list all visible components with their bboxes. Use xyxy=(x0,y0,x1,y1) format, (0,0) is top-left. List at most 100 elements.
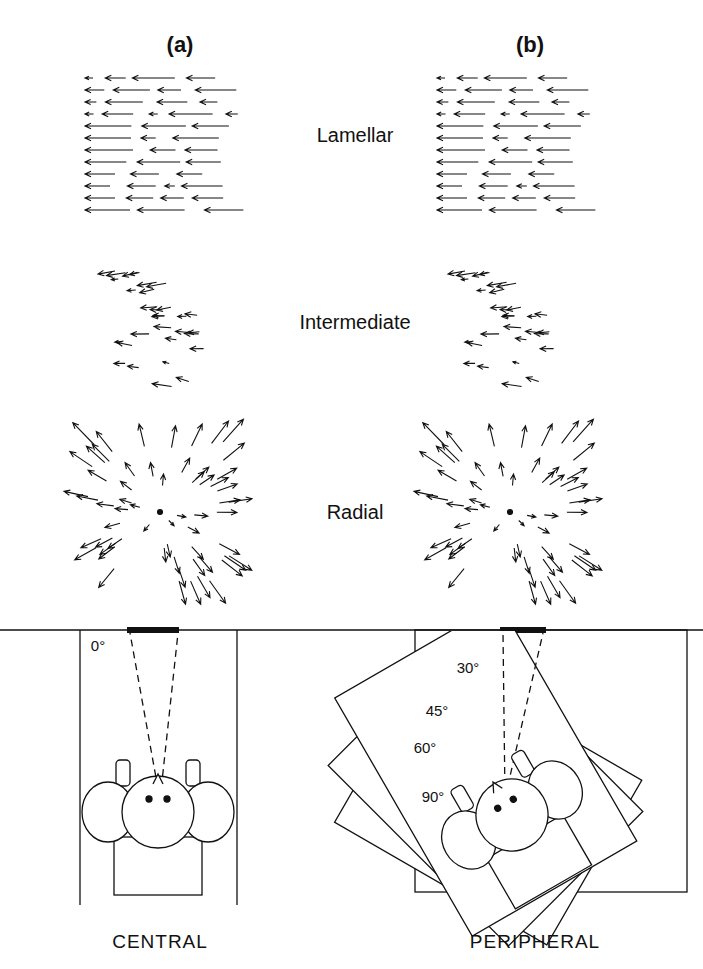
flow-vector xyxy=(166,544,171,557)
flow-vector xyxy=(550,475,564,485)
flow-vector xyxy=(121,481,132,490)
flow-vector xyxy=(442,444,459,461)
flow-vector xyxy=(73,423,94,445)
flow-vector xyxy=(542,547,554,560)
flow-vector xyxy=(161,195,184,200)
flow-vector xyxy=(128,364,139,369)
flow-vector xyxy=(548,576,561,598)
flow-vector xyxy=(437,147,485,152)
flow-vector xyxy=(85,195,115,200)
flow-vector xyxy=(467,341,482,346)
flow-vector xyxy=(198,576,211,598)
angle-label: 30° xyxy=(455,660,482,677)
flow-vector xyxy=(510,87,533,92)
flow-vector xyxy=(449,547,465,559)
flow-vector xyxy=(120,499,132,504)
display-screen xyxy=(127,627,179,633)
flow-vector xyxy=(113,87,150,92)
flow-vector xyxy=(465,506,478,511)
flow-vector xyxy=(437,159,478,164)
flow-vector xyxy=(141,305,158,310)
flow-vector xyxy=(547,87,588,92)
flow-vector xyxy=(574,556,595,571)
flow-vector xyxy=(117,341,132,346)
flow-vector xyxy=(131,331,149,336)
flow-vector xyxy=(99,547,115,559)
flow-vector xyxy=(130,271,140,276)
flow-vector xyxy=(97,502,114,507)
flow-vector xyxy=(537,147,570,152)
flow-vector xyxy=(522,426,528,448)
flow-vector xyxy=(489,207,536,212)
flow-vector xyxy=(483,171,511,176)
flow-vector xyxy=(512,548,517,562)
flow-vector xyxy=(150,307,162,312)
flow-vector xyxy=(544,195,575,200)
flow-vector xyxy=(494,525,500,532)
flow-vector xyxy=(527,514,536,518)
flow-vector xyxy=(172,426,178,448)
flow-vector xyxy=(160,474,165,486)
flow-vector xyxy=(502,147,527,152)
focus-of-expansion xyxy=(158,510,163,515)
flow-vector xyxy=(437,183,462,188)
flow-vector xyxy=(538,527,549,533)
angle-label: 0° xyxy=(89,638,107,655)
flow-vector xyxy=(157,99,187,104)
flow-vector xyxy=(196,467,209,479)
flow-vector xyxy=(470,499,482,504)
flow-vector xyxy=(573,443,594,460)
flow-vector xyxy=(212,421,229,443)
flow-vector xyxy=(552,99,569,104)
flow-vector xyxy=(178,314,187,318)
flow-vector xyxy=(222,560,242,576)
flow-vector xyxy=(99,569,114,588)
flow-vector xyxy=(217,510,237,515)
flow-vector xyxy=(447,502,464,507)
flow-vector xyxy=(88,470,106,481)
flow-vector xyxy=(185,147,218,152)
flow-vector xyxy=(437,76,445,80)
flow-vector xyxy=(195,87,236,92)
flow-vector xyxy=(70,452,92,467)
flow-vector xyxy=(187,75,216,80)
flow-vector xyxy=(543,559,555,575)
flow-vector xyxy=(185,312,197,317)
flow-vector xyxy=(497,283,516,288)
flow-vector xyxy=(138,424,145,446)
flow-vector xyxy=(484,75,526,80)
flow-vector xyxy=(455,523,470,528)
flow-vector xyxy=(516,544,521,557)
flow-vector xyxy=(437,112,446,116)
flow-vector xyxy=(157,306,171,311)
flow-vector xyxy=(132,75,174,80)
panel-letter: (a) xyxy=(167,33,194,57)
flow-vector xyxy=(163,361,169,364)
flow-vector xyxy=(542,424,553,446)
flow-vector xyxy=(569,544,589,555)
flow-vector xyxy=(544,123,581,128)
flow-vector xyxy=(107,272,126,277)
flow-vector xyxy=(182,458,190,473)
flow-vector xyxy=(193,559,205,575)
flow-vector xyxy=(127,183,155,188)
flow-vector xyxy=(85,76,93,80)
flow-vector xyxy=(130,504,140,508)
flow-type-label: Lamellar xyxy=(317,124,394,146)
flow-vector xyxy=(519,521,524,526)
flow-vector xyxy=(479,183,507,188)
flow-vector xyxy=(528,314,537,318)
flow-vector xyxy=(141,135,156,140)
flow-vector xyxy=(509,99,539,104)
flow-vector xyxy=(499,463,504,477)
flow-vector xyxy=(420,452,442,467)
flow-vector xyxy=(85,183,110,188)
flow-vector xyxy=(437,123,483,128)
flow-vector xyxy=(437,87,456,92)
flow-vector xyxy=(144,525,150,532)
flow-vector xyxy=(77,495,98,501)
flow-vector xyxy=(111,278,118,281)
flow-vector xyxy=(454,111,485,116)
flow-vector xyxy=(513,195,536,200)
flow-vector xyxy=(541,581,551,604)
